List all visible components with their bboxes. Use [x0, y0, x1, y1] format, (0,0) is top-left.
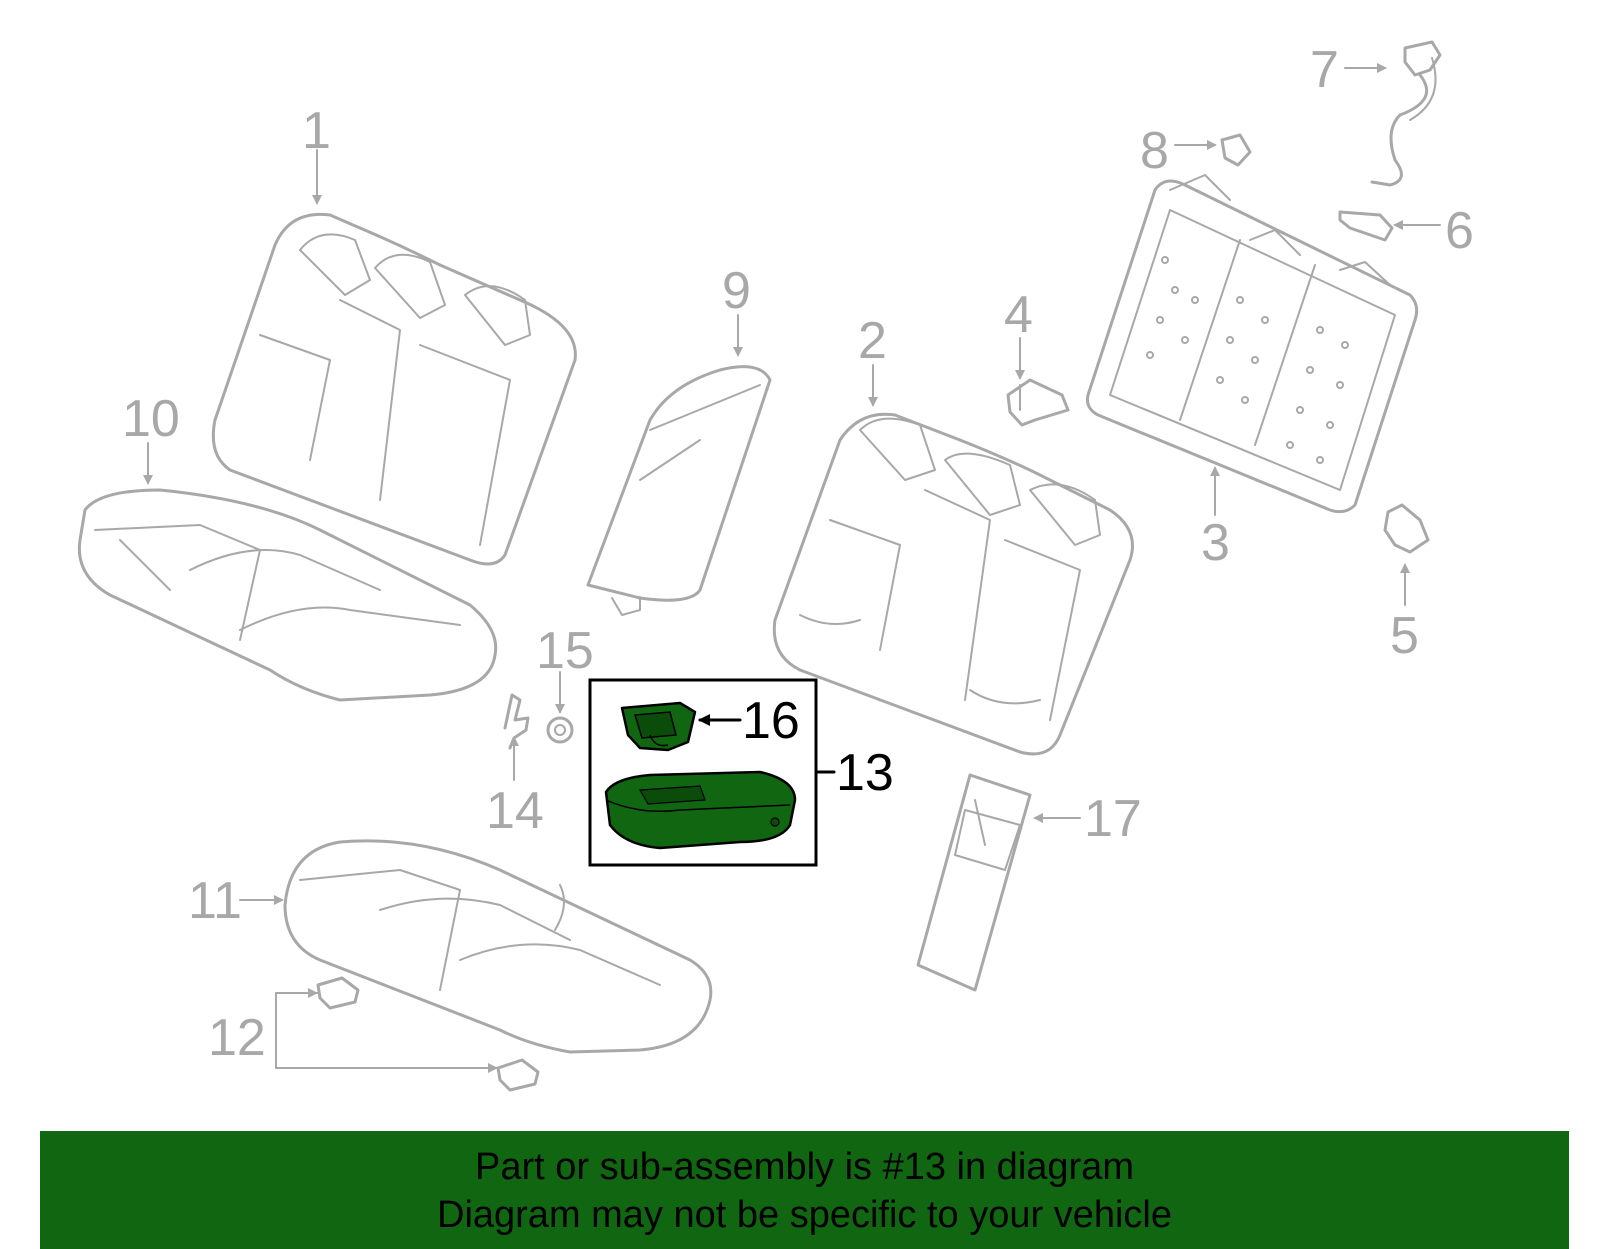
info-banner: Part or sub-assembly is #13 in diagram D…: [40, 1131, 1569, 1249]
part-7-cable: [1370, 40, 1442, 187]
frame-holes: [1146, 256, 1349, 464]
part-2-seatback-right: [772, 412, 1134, 756]
callout-1: 1: [302, 102, 331, 160]
callout-4: 4: [1004, 286, 1033, 344]
callout-11: 11: [188, 872, 242, 930]
part-4-bracket: [1006, 378, 1070, 427]
part-5-cover: [1383, 503, 1430, 554]
callout-15: 15: [536, 622, 594, 680]
banner-line-2: Diagram may not be specific to your vehi…: [437, 1194, 1172, 1236]
callout-10: 10: [122, 390, 180, 448]
part-14-hook: [503, 693, 530, 750]
callout-17: 17: [1084, 790, 1142, 848]
callout-3: 3: [1201, 514, 1230, 572]
part-10-cushion-left: [77, 488, 498, 702]
part-6-clip: [1338, 210, 1394, 242]
callout-6: 6: [1445, 202, 1474, 260]
part-11-cushion: [283, 839, 713, 1054]
callout-8: 8: [1140, 122, 1169, 180]
callout-12: 12: [208, 1009, 266, 1067]
part-1-seatback-left: [211, 212, 577, 566]
callout-13: 13: [836, 744, 894, 802]
leader-lines: [143, 63, 1441, 1073]
callout-7: 7: [1310, 41, 1339, 99]
part-15-nut: [546, 716, 574, 744]
callout-5: 5: [1390, 607, 1419, 665]
part-12-clips: [316, 976, 540, 1092]
part-16-cup-holder: [620, 701, 697, 752]
part-3-seatback-frame: [1086, 174, 1419, 514]
part-8-cap: [1220, 133, 1252, 167]
highlight-box-13: [588, 678, 818, 867]
callout-16: 16: [742, 692, 800, 750]
callout-14: 14: [486, 782, 544, 840]
part-13-armrest: [604, 770, 797, 850]
callout-9: 9: [722, 262, 751, 320]
part-17-panel: [916, 773, 1032, 992]
callout-labels: 1 2 3 4 5 6 7 8 9 10 11 12 13 14 15 16 1…: [122, 41, 1474, 1067]
banner-line-1: Part or sub-assembly is #13 in diagram: [475, 1146, 1134, 1188]
callout-2: 2: [858, 312, 887, 370]
part-9-side-panel: [586, 365, 772, 616]
